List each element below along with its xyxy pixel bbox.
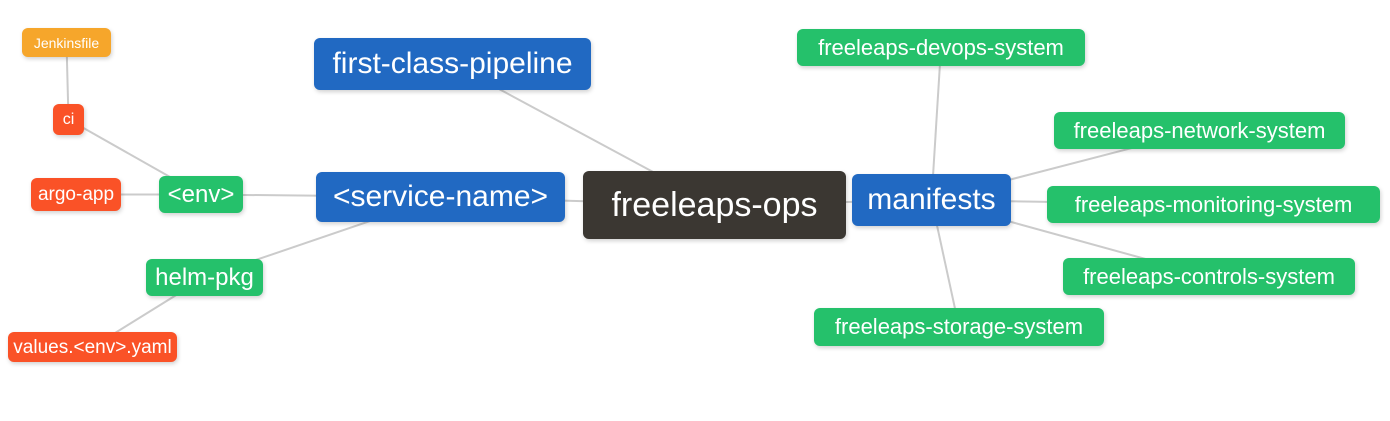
node-storage-system[interactable]: freeleaps-storage-system bbox=[814, 308, 1104, 346]
node-monitoring-system[interactable]: freeleaps-monitoring-system bbox=[1047, 186, 1380, 223]
node-ci[interactable]: ci bbox=[53, 104, 84, 135]
node-jenkinsfile[interactable]: Jenkinsfile bbox=[22, 28, 111, 57]
node-freeleaps-ops[interactable]: freeleaps-ops bbox=[583, 171, 846, 239]
node-devops-system[interactable]: freeleaps-devops-system bbox=[797, 29, 1085, 66]
node-argo-app[interactable]: argo-app bbox=[31, 178, 121, 211]
node-service-name[interactable]: <service-name> bbox=[316, 172, 565, 222]
node-values-env-yaml[interactable]: values.<env>.yaml bbox=[8, 332, 177, 362]
node-controls-system[interactable]: freeleaps-controls-system bbox=[1063, 258, 1355, 295]
node-network-system[interactable]: freeleaps-network-system bbox=[1054, 112, 1345, 149]
node-helm-pkg[interactable]: helm-pkg bbox=[146, 259, 263, 296]
node-first-class-pipeline[interactable]: first-class-pipeline bbox=[314, 38, 591, 90]
node-env[interactable]: <env> bbox=[159, 176, 243, 213]
node-manifests[interactable]: manifests bbox=[852, 174, 1011, 226]
